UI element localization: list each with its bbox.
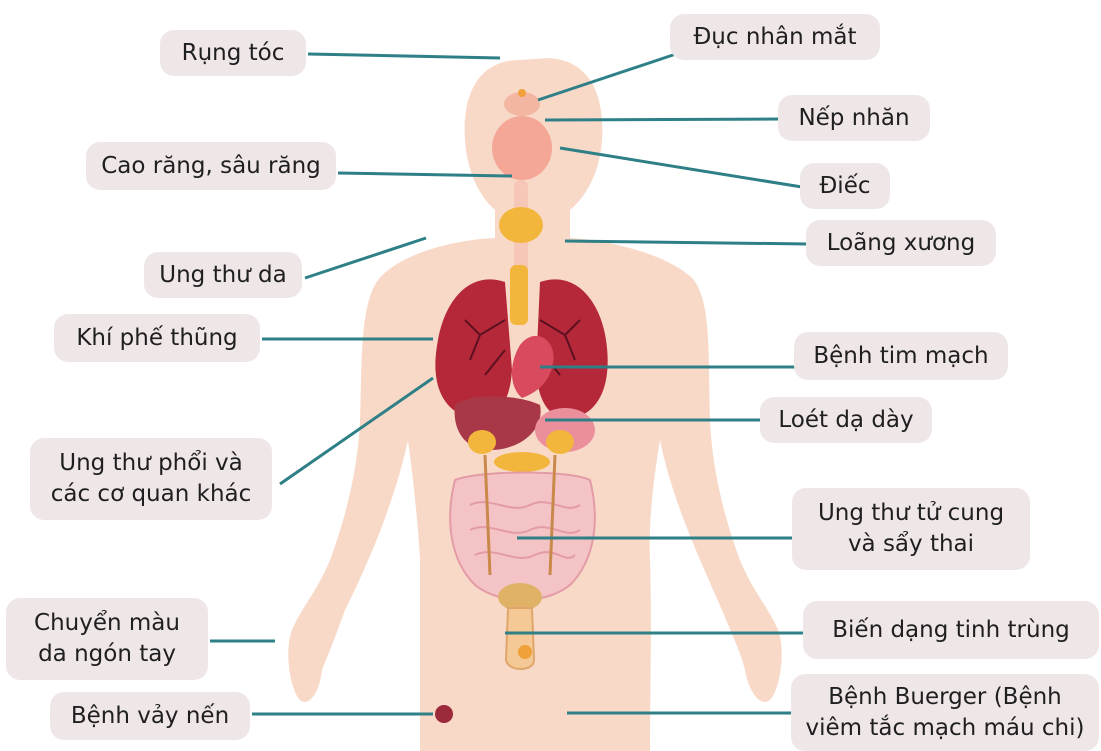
kidney-right — [546, 430, 574, 454]
label-chuyen-mau: Chuyển màu da ngón tay — [6, 598, 208, 680]
thyroid — [499, 207, 543, 243]
label-khi-phe-thung: Khí phế thũng — [54, 314, 260, 362]
label-text: Loét dạ dày — [778, 404, 913, 437]
label-text-line-1: Ung thư phổi và — [59, 448, 242, 479]
label-text: Điếc — [819, 170, 870, 203]
label-ung-thu-da: Ung thư da — [144, 252, 302, 298]
pancreas — [494, 452, 550, 472]
psoriasis-patch — [435, 705, 453, 723]
line-rung-toc — [308, 54, 500, 58]
label-buerger: Bệnh Buerger (Bệnh viêm tắc mạch máu chi… — [791, 674, 1099, 751]
label-cao-rang: Cao răng, sâu răng — [86, 142, 336, 190]
label-text: Đục nhân mắt — [693, 21, 856, 54]
label-rung-toc: Rụng tóc — [160, 30, 306, 76]
label-text: Ung thư da — [159, 259, 287, 292]
label-text: Bệnh tim mạch — [813, 340, 988, 373]
label-bien-dang: Biến dạng tinh trùng — [803, 601, 1099, 659]
label-benh-tim-mach: Bệnh tim mạch — [794, 332, 1008, 380]
line-nep-nhan — [545, 119, 780, 120]
label-text-line-1: Chuyển màu — [34, 608, 180, 639]
kidney-left — [468, 430, 496, 454]
label-text-line-2: da ngón tay — [38, 639, 176, 670]
pituitary — [518, 89, 526, 97]
bladder — [498, 583, 542, 611]
label-text: Bệnh vảy nến — [71, 700, 229, 733]
label-text-line-1: Ung thư tử cung — [818, 498, 1004, 529]
intestines — [450, 473, 595, 601]
label-loang-xuong: Loãng xương — [806, 220, 996, 266]
label-text: Biến dạng tinh trùng — [832, 614, 1070, 647]
reproductive-organ — [506, 608, 534, 669]
label-text: Cao răng, sâu răng — [101, 150, 321, 183]
label-loet-da-day: Loét dạ dày — [760, 397, 932, 443]
label-text: Khí phế thũng — [76, 322, 237, 355]
label-text-line-2: và sẩy thai — [848, 529, 974, 560]
label-text-line-2: viêm tắc mạch máu chi) — [806, 713, 1085, 744]
esophagus — [510, 265, 528, 325]
label-text: Nếp nhăn — [798, 102, 909, 135]
label-ung-thu-tu-cung: Ung thư tử cung và sẩy thai — [792, 488, 1030, 570]
label-text-line-2: các cơ quan khác — [51, 479, 252, 510]
label-text-line-1: Bệnh Buerger (Bệnh — [828, 682, 1062, 713]
label-duc-nhan-mat: Đục nhân mắt — [670, 14, 880, 60]
testis — [518, 645, 532, 659]
mouth-throat — [492, 116, 552, 180]
label-vay-nen: Bệnh vảy nến — [50, 692, 250, 740]
label-ung-thu-phoi: Ung thư phổi và các cơ quan khác — [30, 438, 272, 520]
label-text: Rụng tóc — [182, 37, 285, 70]
label-text: Loãng xương — [827, 227, 976, 260]
label-nep-nhan: Nếp nhăn — [778, 95, 930, 141]
label-diec: Điếc — [800, 163, 890, 209]
